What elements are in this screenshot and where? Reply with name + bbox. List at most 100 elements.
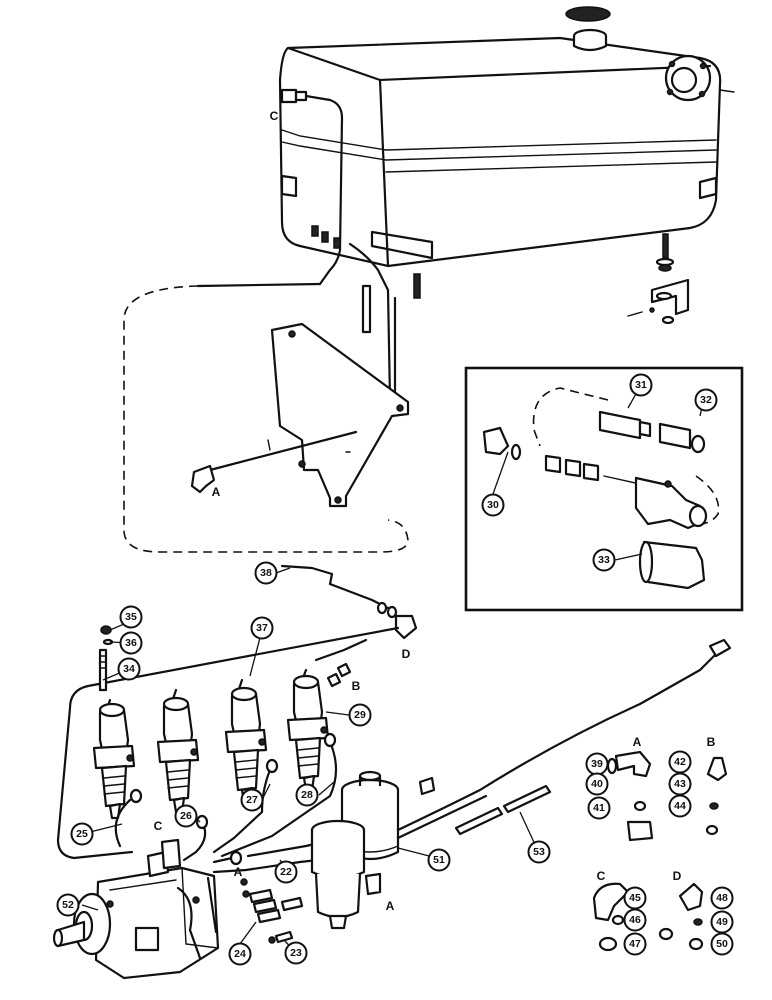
return-line [123, 282, 409, 553]
svg-text:48: 48 [716, 892, 728, 904]
callout-30: 30 [481, 493, 505, 517]
svg-text:26: 26 [180, 810, 192, 822]
filter-bracket [270, 322, 410, 508]
fitting-A-detail [606, 750, 654, 842]
callout-40: 40 [585, 772, 609, 796]
callout-51: 51 [427, 848, 451, 872]
callout-31: 31 [629, 373, 653, 397]
callout-24: 24 [228, 942, 252, 966]
feed-line [396, 638, 732, 840]
callout-39: 39 [585, 752, 609, 776]
callout-41: 41 [587, 796, 611, 820]
callout-32: 32 [694, 388, 718, 412]
svg-text:23: 23 [290, 947, 302, 959]
line-to-A [190, 430, 358, 494]
svg-text:50: 50 [716, 938, 728, 950]
line-38 [280, 564, 390, 610]
injector-1 [92, 702, 136, 820]
letter-B-upper: B [352, 679, 361, 693]
callout-29: 29 [348, 703, 372, 727]
svg-text:36: 36 [125, 637, 137, 649]
injector-2 [156, 696, 200, 814]
injector-3 [224, 686, 268, 804]
callout-52: 52 [56, 893, 80, 917]
callout-43: 43 [668, 772, 692, 796]
mount-plates [240, 878, 304, 944]
letter-C-detail: C [597, 869, 606, 883]
svg-text:32: 32 [700, 394, 712, 406]
fitting-D-detail [658, 882, 704, 951]
fitting-B-detail [705, 756, 728, 836]
tank-outlet-fittings [311, 225, 397, 402]
callout-22: 22 [274, 860, 298, 884]
callout-27: 27 [240, 788, 264, 812]
callout-49: 49 [710, 910, 734, 934]
fuel-filter-secondary [310, 819, 382, 930]
svg-text:51: 51 [433, 854, 445, 866]
letter-C-lower: C [154, 819, 163, 833]
callout-53: 53 [527, 840, 551, 864]
svg-text:33: 33 [598, 554, 610, 566]
letter-C-tank: C [270, 109, 279, 123]
svg-text:53: 53 [533, 846, 545, 858]
svg-text:29: 29 [354, 709, 366, 721]
svg-text:28: 28 [301, 789, 313, 801]
svg-text:40: 40 [591, 778, 603, 790]
stud-34 [98, 625, 114, 692]
callout-37: 37 [250, 616, 274, 640]
svg-text:30: 30 [487, 499, 499, 511]
callout-46: 46 [623, 908, 647, 932]
svg-text:37: 37 [256, 622, 268, 634]
letter-D-detail: D [673, 869, 682, 883]
svg-text:45: 45 [629, 892, 641, 904]
callout-48: 48 [710, 886, 734, 910]
svg-text:25: 25 [76, 828, 88, 840]
svg-text:43: 43 [674, 778, 686, 790]
injector-lines [114, 732, 338, 862]
injection-pump [52, 838, 220, 980]
callout-26: 26 [174, 804, 198, 828]
callout-38: 38 [254, 561, 278, 585]
letter-A-upper: A [212, 485, 221, 499]
callout-44: 44 [668, 794, 692, 818]
letter-A-filter: A [386, 899, 395, 913]
svg-text:46: 46 [629, 914, 641, 926]
callout-45: 45 [623, 886, 647, 910]
letter-D-upper: D [402, 647, 411, 661]
letter-B-detail: B [707, 735, 716, 749]
fitting-C-detail [592, 882, 630, 952]
fitting-B-group [326, 662, 352, 688]
stud [413, 273, 421, 299]
svg-text:31: 31 [635, 379, 647, 391]
svg-text:44: 44 [674, 800, 686, 812]
svg-text:39: 39 [591, 758, 603, 770]
svg-text:41: 41 [593, 802, 605, 814]
callout-28: 28 [295, 783, 319, 807]
callout-36: 36 [119, 631, 143, 655]
svg-text:27: 27 [246, 794, 258, 806]
tank-return-fitting [280, 88, 344, 286]
callout-47: 47 [623, 932, 647, 956]
svg-text:38: 38 [260, 567, 272, 579]
callout-35: 35 [119, 605, 143, 629]
callout-25: 25 [70, 822, 94, 846]
tank-mount-bracket [627, 233, 690, 325]
svg-text:47: 47 [629, 938, 641, 950]
svg-text:35: 35 [125, 611, 137, 623]
svg-text:22: 22 [280, 866, 292, 878]
letter-A-pump: A [234, 865, 243, 879]
filler-cap [565, 6, 611, 52]
sender-flange [664, 54, 735, 102]
callout-33: 33 [592, 548, 616, 572]
svg-text:49: 49 [716, 916, 728, 928]
callout-34: 34 [117, 657, 141, 681]
svg-text:34: 34 [123, 663, 135, 675]
letter-A-detail: A [633, 735, 642, 749]
callout-42: 42 [668, 750, 692, 774]
fitting-D-group [376, 601, 418, 640]
svg-text:52: 52 [62, 899, 74, 911]
svg-text:24: 24 [234, 948, 246, 960]
callout-23: 23 [284, 941, 308, 965]
reference-letters: C A D B C A A A B C D [154, 109, 716, 913]
